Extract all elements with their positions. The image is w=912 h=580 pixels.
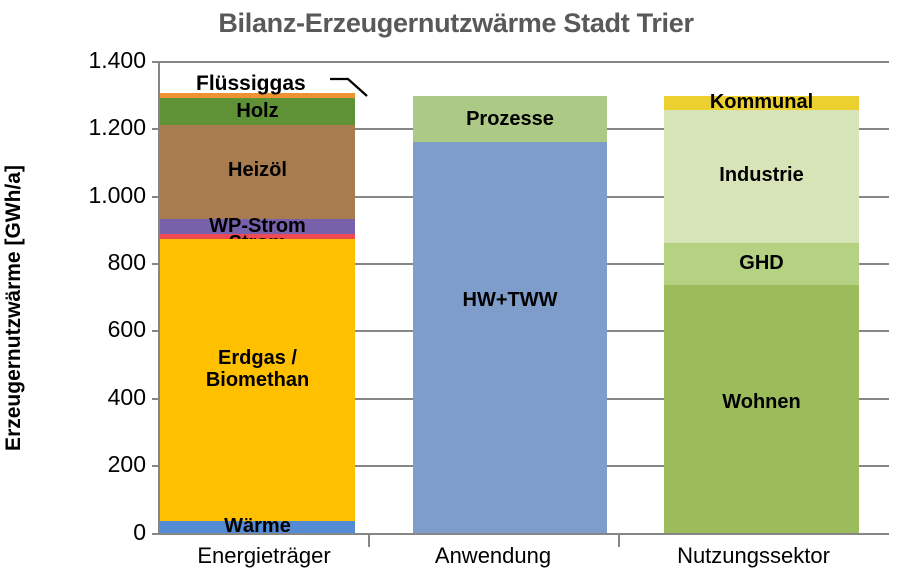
- callout-label-fluessiggas: Flüssiggas: [196, 72, 306, 95]
- bar-nutzungssektor[interactable]: Kommunal Industrie GHD Wohnen: [664, 91, 859, 533]
- category-separator: [618, 533, 620, 547]
- segment-wohnen[interactable]: Wohnen: [664, 285, 859, 533]
- y-tick-label: 800: [107, 249, 146, 275]
- x-axis-label-anwendung: Anwendung: [434, 543, 552, 568]
- y-tick-label: 600: [107, 316, 146, 342]
- x-axis-label-energietraeger: Energieträger: [197, 543, 331, 568]
- axis-baseline-0: [160, 533, 889, 535]
- y-tick-label: 400: [107, 384, 146, 410]
- segment-fluessiggas[interactable]: [160, 93, 355, 98]
- chart-title: Bilanz-Erzeugernutzwärme Stadt Trier: [218, 8, 694, 38]
- y-tick-label: 1.400: [88, 47, 146, 73]
- y-tick-label: 0: [133, 519, 146, 545]
- category-separator: [368, 533, 370, 547]
- y-tick-label: 1.000: [88, 182, 146, 208]
- y-tick-label: 200: [107, 451, 146, 477]
- gridline-1400: [160, 61, 889, 63]
- x-axis-label-nutzungssektor: Nutzungssektor: [677, 543, 830, 568]
- segment-hw-tww[interactable]: HW+TWW: [413, 142, 607, 533]
- y-tick-label: 1.200: [88, 114, 146, 140]
- y-axis-line: [158, 61, 160, 535]
